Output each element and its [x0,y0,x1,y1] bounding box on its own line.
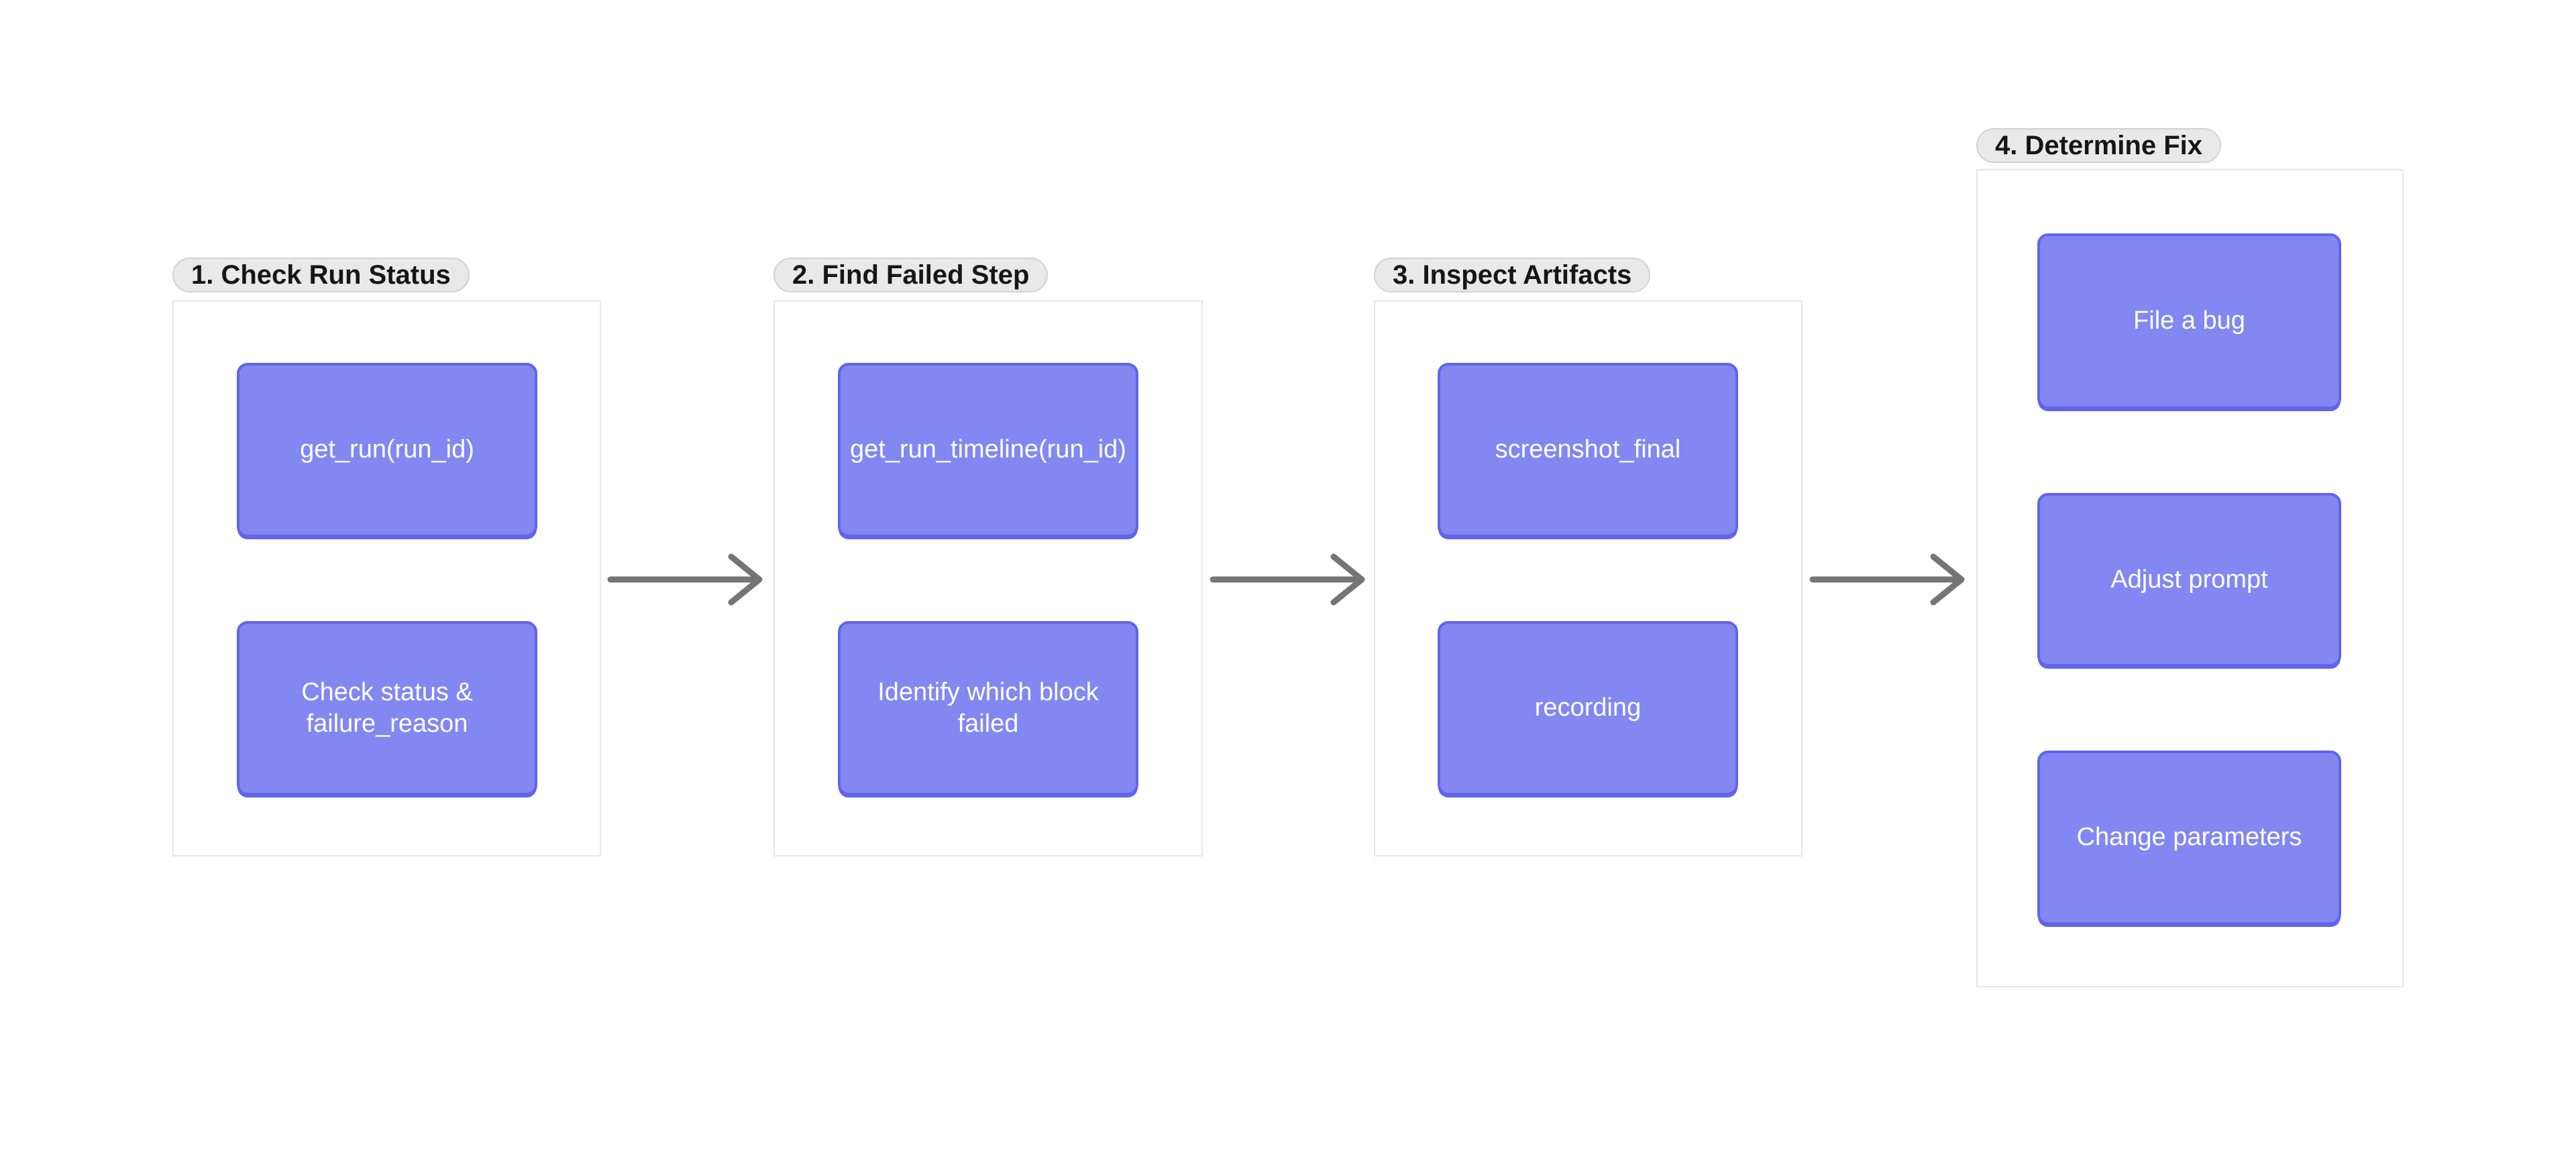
node-get-run-timeline-label: get_run_timeline(run_id) [850,435,1126,464]
group-3-label: 3. Inspect Artifacts [1393,260,1632,290]
node-adjust-prompt: Adjust prompt [2037,493,2341,667]
group-2-label-pill: 2. Find Failed Step [773,258,1049,292]
group-4-label-pill: 4. Determine Fix [1976,128,2222,163]
node-get-run-timeline: get_run_timeline(run_id) [838,363,1138,537]
node-screenshot-final-label: screenshot_final [1495,435,1681,464]
node-file-a-bug-label: File a bug [2133,307,2245,335]
arrow-step3-to-step4 [1807,533,1971,626]
node-identify-failed-block: Identify which block failed [838,621,1138,795]
node-check-status-failure-reason-label: Check status & failure_reason [301,677,473,738]
node-change-parameters-label: Change parameters [2076,823,2302,852]
node-get-run: get_run(run_id) [237,363,537,537]
group-2-label: 2. Find Failed Step [792,260,1030,290]
node-file-a-bug: File a bug [2037,233,2341,409]
node-screenshot-final: screenshot_final [1438,363,1738,537]
node-check-status-failure-reason: Check status & failure_reason [237,621,537,795]
group-1-label: 1. Check Run Status [191,260,451,290]
node-identify-failed-block-label: Identify which block failed [877,677,1099,738]
group-3-label-pill: 3. Inspect Artifacts [1374,258,1651,292]
group-4-label: 4. Determine Fix [1995,130,2203,160]
arrow-right-icon [607,553,763,606]
arrow-step2-to-step3 [1208,533,1371,626]
node-change-parameters: Change parameters [2037,751,2341,925]
node-recording-label: recording [1534,694,1642,722]
arrow-step1-to-step2 [605,533,769,626]
arrow-right-icon [1809,553,1965,606]
arrow-right-icon [1210,553,1365,606]
group-1-label-pill: 1. Check Run Status [172,258,470,292]
node-adjust-prompt-label: Adjust prompt [2110,565,2268,594]
node-recording: recording [1438,621,1738,795]
node-get-run-label: get_run(run_id) [300,435,474,464]
